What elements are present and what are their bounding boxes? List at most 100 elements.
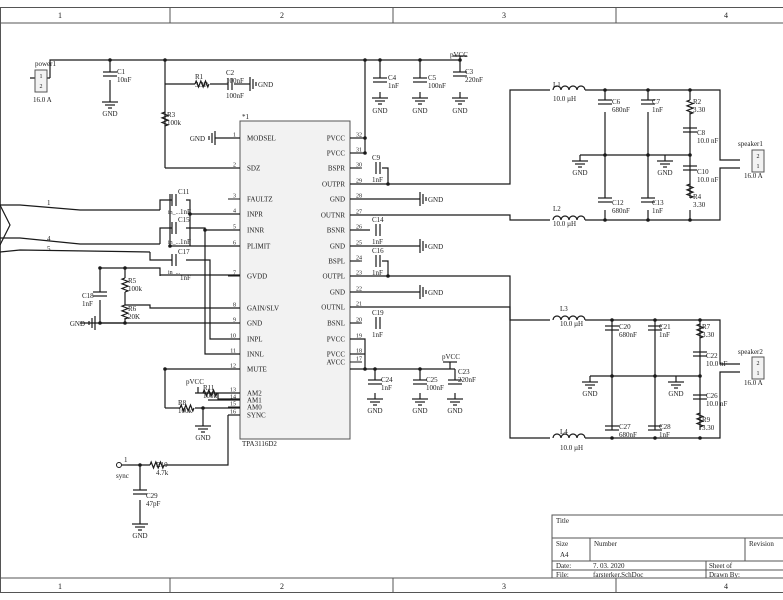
ref-C17: C17 [178, 248, 190, 256]
ref-R4: R4 [693, 193, 702, 201]
title-block: Title Size A4 Number Revision Date: 7. 0… [551, 514, 783, 579]
ref-R7: R7 [702, 323, 711, 331]
gnd-label: GND [428, 289, 443, 297]
input-net-label: in_... [168, 210, 181, 216]
ic-pin-24-name: BSPL [328, 258, 345, 266]
resistor-R3 [160, 111, 170, 127]
ref-L1: L1 [553, 81, 561, 89]
col-label-1-bottom: 1 [58, 582, 62, 591]
ref-C11: C11 [178, 188, 190, 196]
ref-C2: C2 [226, 69, 235, 77]
ref-L4: L4 [560, 428, 568, 436]
value-C9: 1nF [372, 176, 383, 184]
ref-C7: C7 [652, 98, 661, 106]
junction-dot [418, 58, 422, 62]
input-net-label: in_... [168, 240, 181, 246]
value-L1: 10.0 µH [553, 95, 576, 103]
ref-C26: C26 [706, 392, 718, 400]
ic-pin-20-number: 20 [356, 318, 362, 324]
capacitor-C29 [133, 489, 147, 495]
ic-pin-7-number: 7 [233, 271, 236, 277]
gnd-label: GND [258, 81, 273, 89]
capacitor-C16 [375, 255, 381, 267]
input-connector-edge [0, 204, 11, 246]
input-net-label: in_... [168, 270, 181, 276]
ic-pin-15-name: AM0 [247, 404, 262, 412]
ground-symbol [412, 92, 428, 105]
value-C2: 100nF [226, 77, 244, 85]
ground-symbol [452, 92, 468, 105]
junction-dot [168, 244, 172, 248]
ic-pin-1-number: 1 [233, 133, 236, 139]
capacitor-C3 [453, 71, 467, 77]
ground-symbol [419, 285, 427, 299]
resistor-R1 [194, 79, 210, 89]
ic-pin-17-name: AVCC [326, 359, 345, 367]
ref-C8: C8 [697, 129, 706, 137]
value-C13: 1nF [652, 207, 663, 215]
capacitor-C19 [375, 317, 381, 329]
tb-date-label: Date: [556, 562, 571, 570]
tb-number-label: Number [594, 540, 618, 548]
gnd-label: GND [428, 243, 443, 251]
ref-C24: C24 [381, 376, 393, 384]
ground-symbol [249, 77, 257, 91]
capacitor-C6 [598, 99, 612, 105]
tb-file-label: File: [556, 571, 569, 579]
ground-symbol [657, 155, 673, 168]
capacitor-C12 [598, 197, 612, 203]
inductor-L3 [552, 315, 586, 321]
ic-pin-19-name: PVCC [327, 336, 346, 344]
ground-symbol [419, 192, 427, 206]
junction-dot [163, 58, 167, 62]
ic-pin-6-number: 6 [233, 241, 236, 247]
connector-speaker2-value: 16.0 A [744, 379, 763, 387]
junction-dot [201, 406, 205, 410]
col-label-4: 4 [724, 11, 728, 20]
ref-C1: C1 [117, 68, 126, 76]
capacitor-C15 [171, 222, 177, 234]
value-R8: 100k [178, 407, 193, 415]
value-C24: 1nF [381, 384, 392, 392]
value-L4: 10.0 µH [560, 444, 583, 452]
junction-dot [610, 436, 614, 440]
gnd-label: GND [102, 110, 117, 118]
junction-dot [688, 153, 692, 157]
col-label-2: 2 [280, 11, 284, 20]
ic-pin-29-name: OUTPR [322, 181, 345, 189]
capacitor-C18 [93, 291, 107, 297]
capacitor-C24 [368, 379, 382, 385]
input-pin-4: 4 [47, 235, 51, 243]
junction-dot [123, 266, 127, 270]
connector-power1-pin-a: 1 [40, 74, 43, 80]
value-R3: 100k [167, 119, 182, 127]
junction-dot [698, 374, 702, 378]
pvcc-label-am: pVCC [186, 378, 204, 386]
value-C10: 10.0 nF [697, 176, 719, 184]
tb-size-label: Size [556, 540, 568, 548]
ic-pin-8-number: 8 [233, 303, 236, 309]
gnd-label: GND [582, 390, 597, 398]
ic-pin-16-number: 16 [230, 410, 236, 416]
junction-dot [363, 58, 367, 62]
ic-pin-14-number: 14 [230, 395, 236, 401]
gnd-label: GND [70, 320, 85, 328]
ref-C28: C28 [659, 423, 671, 431]
ground-symbol [668, 376, 684, 389]
junction-dot [698, 318, 702, 322]
capacitor-C2 [227, 78, 233, 90]
ic-pin-10-name: INPL [247, 336, 263, 344]
ref-R1: R1 [195, 73, 204, 81]
value-C21: 1nF [659, 331, 670, 339]
gnd-label: GND [372, 107, 387, 115]
ic-pin-21-name: OUTNL [321, 304, 345, 312]
resistor-R11 [202, 388, 218, 398]
inductor-L2 [552, 215, 586, 221]
capacitor-C17 [171, 254, 177, 266]
ref-R9: R9 [702, 416, 711, 424]
junction-dot [688, 218, 692, 222]
ref-R6: R6 [128, 305, 137, 313]
junction-dot [363, 151, 367, 155]
ic-pin-30-name: BSPR [328, 165, 345, 173]
tb-sheet-label: Sheet of [709, 562, 733, 570]
